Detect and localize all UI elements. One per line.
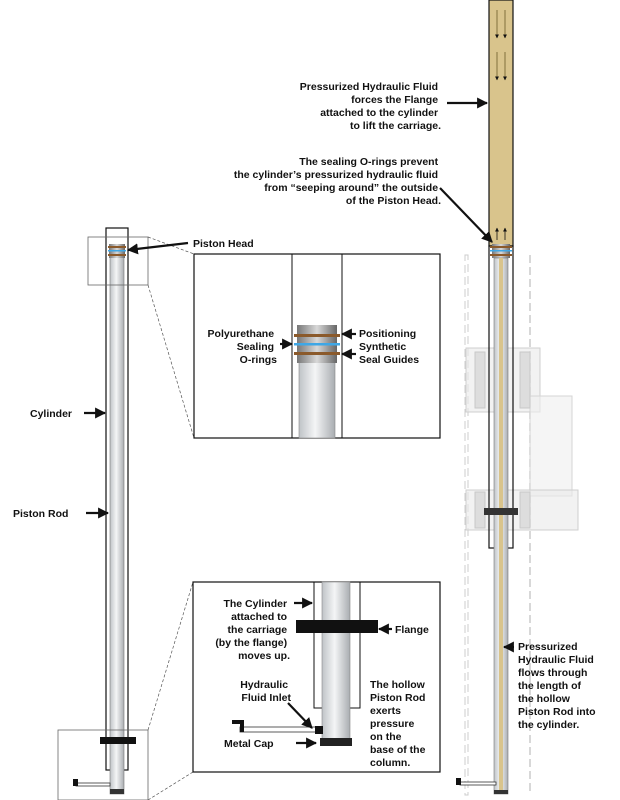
left-metal-cap xyxy=(110,789,124,794)
ghost-roller-1 xyxy=(474,351,486,409)
label-hollow-rod: The hollow Piston Rod exerts pressure on… xyxy=(370,679,428,769)
right-metal-cap xyxy=(494,790,508,794)
right-flange xyxy=(484,508,518,515)
label-orings-top: The sealing O-rings prevent the cylinder… xyxy=(234,156,441,207)
left-oring-top xyxy=(108,246,126,248)
fluid-column xyxy=(488,0,514,247)
zoom-line-4 xyxy=(147,771,194,800)
detail-top-oring-bottom xyxy=(294,352,340,355)
right-oring-bottom xyxy=(490,254,512,256)
detail-bottom-frame xyxy=(192,581,441,773)
left-assembly xyxy=(57,227,195,800)
left-inlet-elbow xyxy=(73,779,78,786)
zoom-line-3 xyxy=(147,581,194,731)
detail-bottom-flange xyxy=(296,620,378,633)
label-cylinder-attached: The Cylinder attached to the carriage (b… xyxy=(215,598,290,662)
right-oring-blue xyxy=(490,250,512,252)
ghost-mast-left xyxy=(464,254,469,796)
ghost-roller-2 xyxy=(519,351,531,409)
labels: Pressurized Hydraulic Fluid forces the F… xyxy=(13,81,599,769)
zoom-line-1 xyxy=(147,236,195,255)
detail-bottom-inlet-fitting xyxy=(315,726,323,734)
right-inlet-pipe xyxy=(459,781,497,786)
callout-arrows xyxy=(84,97,514,749)
ghost-roller-3 xyxy=(474,491,486,529)
right-rod-fluid xyxy=(499,258,503,794)
label-flange: Flange xyxy=(395,624,429,636)
label-fluid-bottom: Pressurized Hydraulic Fluid flows throug… xyxy=(518,641,599,731)
detail-top-rod xyxy=(298,359,336,439)
detail-piston-head xyxy=(193,253,441,439)
label-positioning: Positioning Synthetic Seal Guides xyxy=(359,328,419,366)
detail-bottom-inlet-pipe xyxy=(239,726,317,733)
label-polyurethane: Polyurethane Sealing O-rings xyxy=(208,328,278,366)
zoom-box-bottom xyxy=(57,729,149,800)
zoom-line-2 xyxy=(147,284,195,439)
label-hydraulic-inlet: Hydraulic Fluid Inlet xyxy=(240,679,291,704)
detail-base xyxy=(192,581,441,773)
left-flange xyxy=(100,737,136,744)
label-fluid-top: Pressurized Hydraulic Fluid forces the F… xyxy=(300,81,441,132)
label-piston-head: Piston Head xyxy=(193,238,254,250)
label-metal-cap: Metal Cap xyxy=(224,738,274,750)
zoom-box-top xyxy=(87,236,149,286)
label-cylinder: Cylinder xyxy=(30,408,72,420)
arrow-inlet xyxy=(287,702,313,729)
left-piston-rod xyxy=(109,251,125,795)
detail-top-oring-blue xyxy=(294,343,340,346)
right-oring-top xyxy=(490,246,512,248)
arrow-orings-top xyxy=(439,187,493,243)
detail-bottom-cap xyxy=(320,738,352,746)
ghost-roller-4 xyxy=(519,491,531,529)
left-inlet-pipe xyxy=(75,782,111,787)
label-piston-rod: Piston Rod xyxy=(13,508,68,520)
detail-top-oring-top xyxy=(294,334,340,337)
arrow-piston-head xyxy=(126,241,189,255)
detail-bottom-rod xyxy=(321,581,351,741)
left-oring-bottom xyxy=(108,254,126,256)
ghost-carriage-bracket xyxy=(529,395,573,497)
right-inlet-elbow xyxy=(456,778,461,785)
detail-bottom-elbow xyxy=(232,720,244,732)
right-assembly xyxy=(456,0,579,796)
left-oring-blue xyxy=(108,250,126,252)
